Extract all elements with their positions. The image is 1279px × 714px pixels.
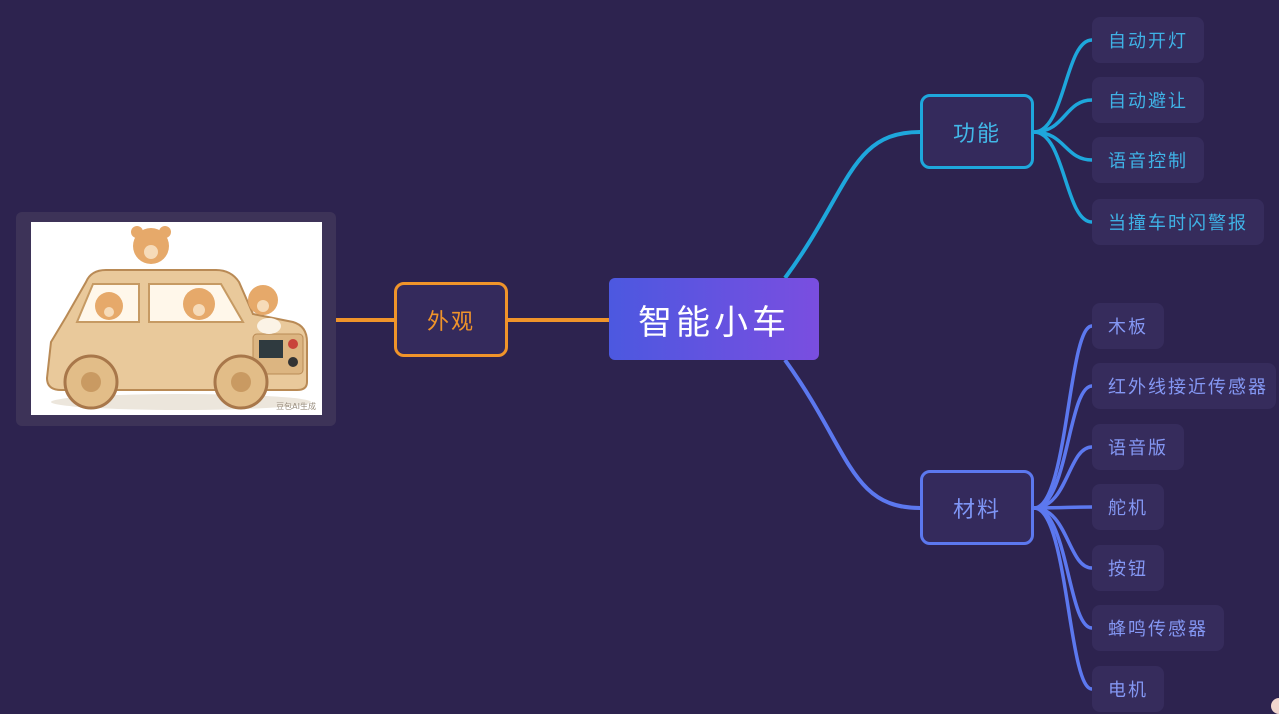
leaf-label: 自动避让 xyxy=(1108,91,1188,112)
connector-root-materials xyxy=(783,358,921,510)
corner-indicator xyxy=(1271,698,1279,714)
image-watermark: 豆包AI生成 xyxy=(276,402,316,411)
wooden-car-image: 豆包AI生成 xyxy=(31,222,322,415)
connector-materials-leaf-1 xyxy=(1033,324,1093,510)
branch-appearance[interactable]: 外观 xyxy=(394,282,508,357)
leaf-label: 蜂鸣传感器 xyxy=(1108,619,1208,640)
leaf-function-4[interactable]: 当撞车时闪警报 xyxy=(1092,199,1264,245)
connector-root-function xyxy=(783,130,921,280)
leaf-function-1[interactable]: 自动开灯 xyxy=(1092,17,1204,63)
branch-appearance-label: 外观 xyxy=(426,309,475,335)
leaf-materials-1[interactable]: 木板 xyxy=(1092,303,1164,349)
branch-materials-label: 材料 xyxy=(952,497,1001,523)
leaf-label: 舵机 xyxy=(1108,498,1148,519)
leaf-materials-2[interactable]: 红外线接近传感器 xyxy=(1092,363,1276,409)
appearance-image-card[interactable]: 豆包AI生成 xyxy=(16,212,336,426)
leaf-materials-5[interactable]: 按钮 xyxy=(1092,545,1164,591)
root-node[interactable]: 智能小车 xyxy=(609,278,819,360)
root-label: 智能小车 xyxy=(638,302,790,343)
leaf-label: 红外线接近传感器 xyxy=(1108,377,1268,398)
branch-function-label: 功能 xyxy=(952,121,1001,147)
leaf-materials-6[interactable]: 蜂鸣传感器 xyxy=(1092,605,1224,651)
wooden-car-illustration xyxy=(45,226,311,410)
leaf-label: 语音控制 xyxy=(1108,151,1188,172)
connector-materials-leaf-2 xyxy=(1033,384,1093,510)
branch-function[interactable]: 功能 xyxy=(920,94,1034,169)
connector-materials-leaf-3 xyxy=(1033,445,1093,510)
leaf-label: 电机 xyxy=(1108,680,1148,701)
leaf-label: 按钮 xyxy=(1108,559,1148,580)
branch-materials[interactable]: 材料 xyxy=(920,470,1034,545)
leaf-label: 语音版 xyxy=(1108,438,1168,459)
connector-materials-leaf-7 xyxy=(1033,506,1093,691)
leaf-materials-4[interactable]: 舵机 xyxy=(1092,484,1164,530)
leaf-materials-3[interactable]: 语音版 xyxy=(1092,424,1184,470)
leaf-label: 自动开灯 xyxy=(1108,31,1188,52)
leaf-label: 当撞车时闪警报 xyxy=(1108,213,1248,234)
connector-function-leaf-4 xyxy=(1033,130,1093,224)
leaf-materials-7[interactable]: 电机 xyxy=(1092,666,1164,712)
leaf-function-3[interactable]: 语音控制 xyxy=(1092,137,1204,183)
leaf-function-2[interactable]: 自动避让 xyxy=(1092,77,1204,123)
leaf-label: 木板 xyxy=(1108,317,1148,338)
connector-function-leaf-1 xyxy=(1033,38,1093,134)
